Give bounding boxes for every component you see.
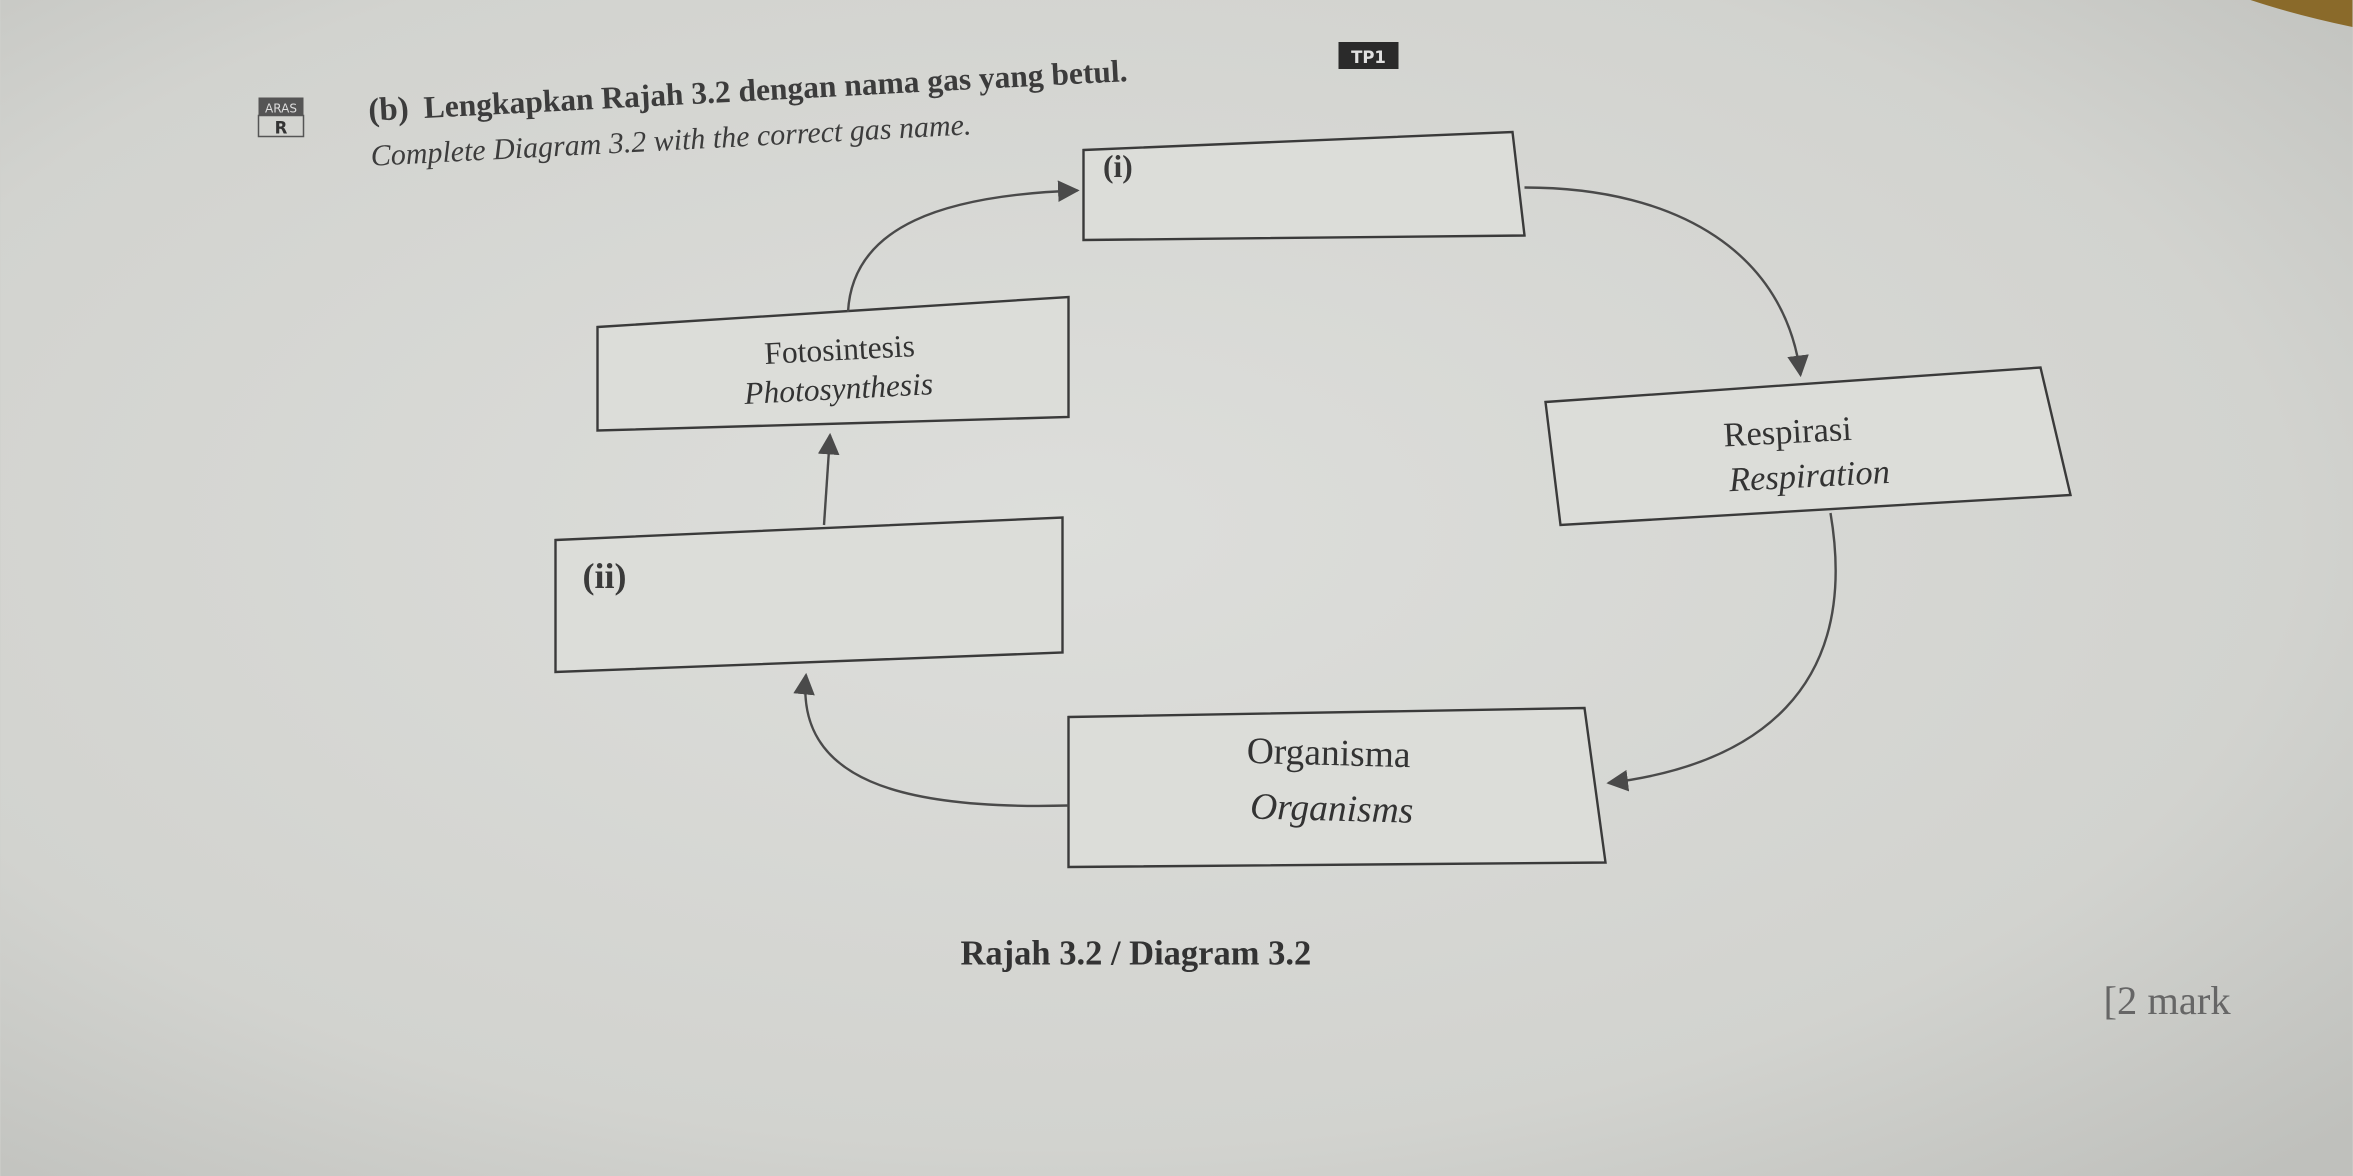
- photosynthesis-box: [596, 295, 1070, 432]
- arrow-organisms-to-ii: [793, 672, 1069, 808]
- blank-i-label: (i): [1103, 149, 1133, 184]
- part-label: (b): [367, 91, 409, 129]
- arrow-ii-to-photosynthesis: [817, 432, 840, 526]
- organisms-english: Organisms: [1250, 786, 1414, 831]
- respiration-box: [1544, 366, 2072, 527]
- arrow-photosynthesis-to-i: [846, 180, 1080, 313]
- blank-ii-label: (ii): [583, 556, 627, 596]
- blank-box-i[interactable]: [1082, 130, 1526, 242]
- marks-label: [2 mark: [2104, 978, 2232, 1023]
- aras-badge: ARAS R: [257, 97, 305, 138]
- svg-text:R: R: [275, 119, 288, 138]
- diagram-caption: Rajah 3.2 / Diagram 3.2: [961, 935, 1312, 973]
- tp-badge: TP1: [1338, 42, 1399, 69]
- svg-text:ARAS: ARAS: [265, 102, 297, 116]
- respiration-english: Respiration: [1727, 453, 1891, 499]
- svg-text:TP1: TP1: [1351, 48, 1386, 67]
- arrow-respiration-to-organisms: [1606, 512, 1837, 792]
- organisms-box: [1067, 706, 1607, 869]
- organisms-malay: Organisma: [1246, 731, 1411, 776]
- respiration-malay: Respirasi: [1722, 410, 1852, 455]
- arrow-i-to-respiration: [1524, 186, 1809, 378]
- photosynthesis-malay: Fotosintesis: [763, 328, 915, 371]
- blank-box-ii[interactable]: [554, 516, 1064, 674]
- table-edge: [2250, 0, 2353, 27]
